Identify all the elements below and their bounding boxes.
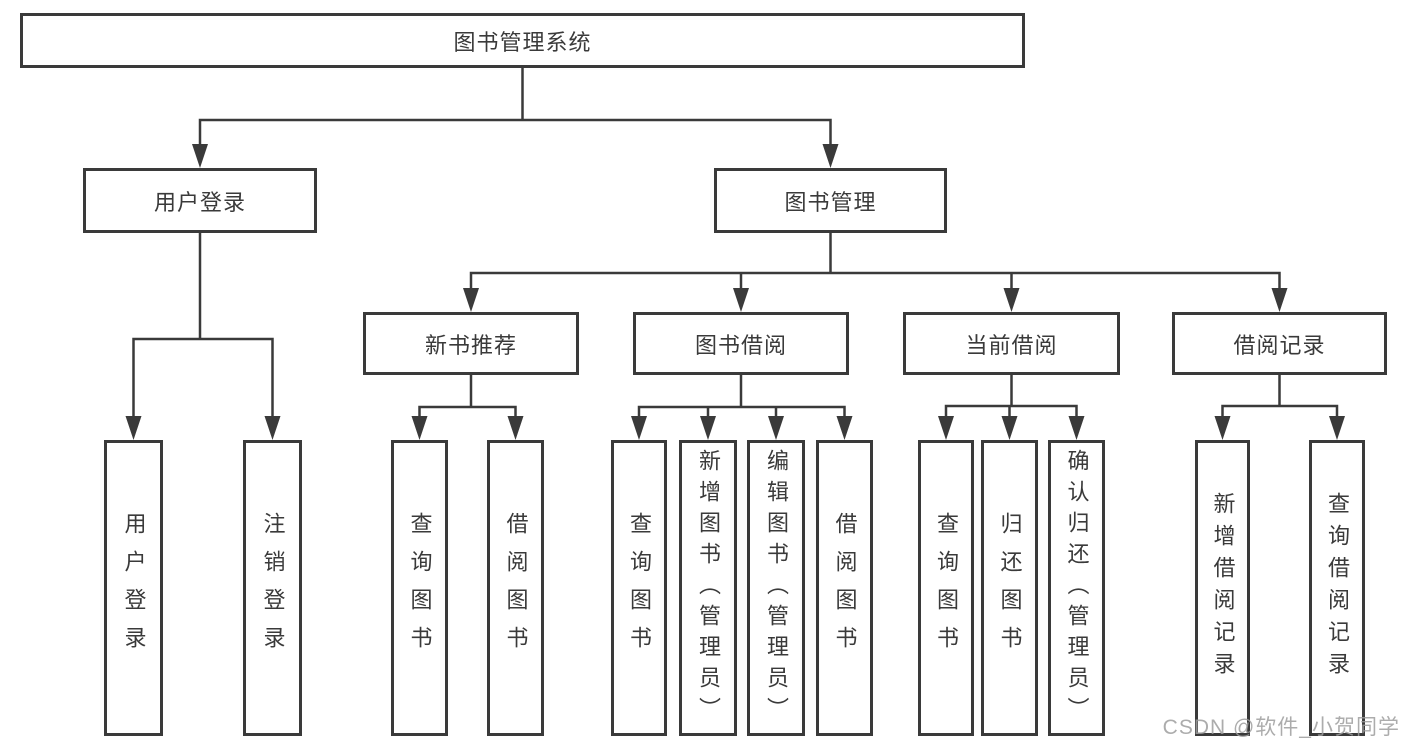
arrow-down-icons — [125, 144, 1345, 440]
leaf-borrow-books-2: 借阅图书 — [816, 440, 873, 736]
leaf-return-book: 归还图书 — [981, 440, 1038, 736]
arrow-down-icon — [822, 144, 839, 168]
leaf-edit-book-admin-label: 编辑图书（管理员） — [764, 448, 789, 728]
leaf-confirm-return-admin-label: 确认归还（管理员） — [1064, 448, 1090, 728]
node-root: 图书管理系统 — [20, 13, 1025, 68]
arrow-down-icon — [507, 416, 524, 440]
node-book-management: 图书管理 — [714, 168, 947, 233]
node-borrow-records: 借阅记录 — [1172, 312, 1387, 375]
node-user-login: 用户登录 — [83, 168, 317, 233]
arrow-down-icon — [836, 416, 853, 440]
node-current-borrow: 当前借阅 — [903, 312, 1120, 375]
leaf-add-book-admin-label: 新增图书（管理员） — [696, 448, 721, 728]
node-new-book-recommend: 新书推荐 — [363, 312, 579, 375]
leaf-return-book-label: 归还图书 — [997, 512, 1023, 664]
leaf-add-borrow-record: 新增借阅记录 — [1195, 440, 1250, 736]
arrow-down-icon — [1329, 416, 1345, 440]
arrow-down-icon — [631, 416, 647, 440]
leaf-query-books-2-label: 查询图书 — [627, 512, 652, 664]
leaf-add-borrow-record-label: 新增借阅记录 — [1210, 492, 1236, 684]
node-user-login-label: 用户登录 — [153, 189, 246, 215]
leaf-query-borrow-record: 查询借阅记录 — [1309, 440, 1365, 736]
leaf-edit-book-admin: 编辑图书（管理员） — [747, 440, 805, 736]
node-current-borrow-label: 当前借阅 — [965, 332, 1058, 358]
leaf-borrow-books-2-label: 借阅图书 — [832, 512, 858, 664]
arrow-down-icon — [125, 416, 142, 440]
arrow-down-icon — [700, 416, 716, 440]
node-book-management-label: 图书管理 — [784, 189, 877, 215]
leaf-logout: 注销登录 — [243, 440, 302, 736]
arrow-down-icon — [411, 416, 428, 440]
leaf-add-book-admin: 新增图书（管理员） — [679, 440, 737, 736]
csdn-watermark: CSDN @软件_小贺同学 — [1162, 716, 1400, 739]
leaf-query-books-3: 查询图书 — [918, 440, 974, 736]
arrow-down-icon — [1214, 416, 1231, 440]
arrow-down-icon — [264, 416, 281, 440]
arrow-down-icon — [463, 288, 479, 312]
leaf-borrow-books-1: 借阅图书 — [487, 440, 544, 736]
node-borrow-records-label: 借阅记录 — [1233, 332, 1326, 358]
arrow-down-icon — [768, 416, 784, 440]
node-new-book-recommend-label: 新书推荐 — [424, 332, 517, 358]
arrow-down-icon — [733, 288, 749, 312]
node-root-label: 图书管理系统 — [453, 29, 592, 55]
leaf-user-login: 用户登录 — [104, 440, 163, 736]
leaf-query-books-1: 查询图书 — [391, 440, 448, 736]
arrow-down-icon — [1001, 416, 1018, 440]
leaf-borrow-books-1-label: 借阅图书 — [503, 512, 529, 664]
node-book-borrow: 图书借阅 — [633, 312, 849, 375]
leaf-query-books-2: 查询图书 — [611, 440, 667, 736]
node-book-borrow-label: 图书借阅 — [694, 332, 787, 358]
leaf-logout-label: 注销登录 — [260, 512, 286, 664]
arrow-down-icon — [1271, 288, 1288, 312]
arrow-down-icon — [938, 416, 954, 440]
leaf-confirm-return-admin: 确认归还（管理员） — [1048, 440, 1105, 736]
leaf-user-login-label: 用户登录 — [121, 512, 147, 664]
arrow-down-icon — [1068, 416, 1085, 440]
connector-lines — [132, 66, 1339, 426]
arrow-down-icon — [1003, 288, 1020, 312]
leaf-query-borrow-record-label: 查询借阅记录 — [1325, 492, 1350, 684]
leaf-query-books-1-label: 查询图书 — [407, 512, 433, 664]
arrow-down-icon — [192, 144, 208, 168]
leaf-query-books-3-label: 查询图书 — [934, 512, 959, 664]
